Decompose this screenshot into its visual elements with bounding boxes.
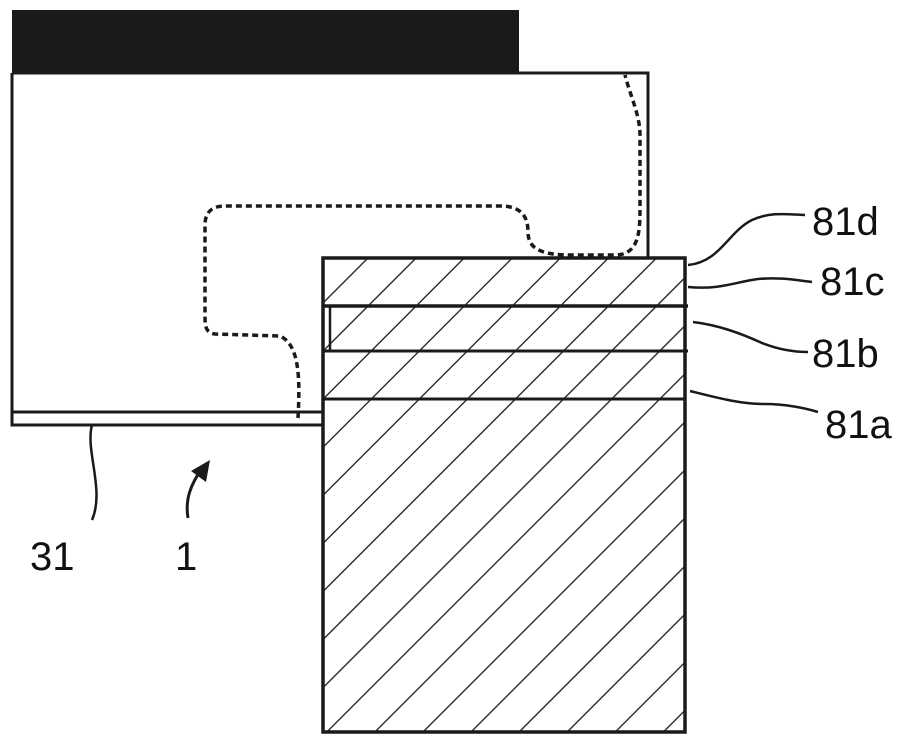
layer-81d — [323, 258, 685, 306]
arrow-1 — [187, 460, 210, 518]
leader-81d — [688, 214, 805, 265]
leader-31 — [90, 425, 96, 520]
leader-81b — [693, 322, 808, 352]
label-81b: 81b — [812, 332, 879, 376]
leader-81a — [690, 391, 818, 412]
layer-81a — [323, 399, 685, 732]
dark-top-bar — [12, 10, 519, 73]
layer-81b — [323, 351, 685, 399]
label-81c: 81c — [820, 260, 885, 304]
label-31: 31 — [30, 535, 75, 579]
layer-81c — [323, 306, 685, 351]
label-81a: 81a — [825, 403, 892, 447]
label-1: 1 — [175, 535, 197, 579]
bottom-layer-31 — [12, 412, 323, 425]
layer-stack — [323, 258, 688, 732]
label-81d: 81d — [812, 200, 879, 244]
leader-81c — [688, 278, 812, 287]
